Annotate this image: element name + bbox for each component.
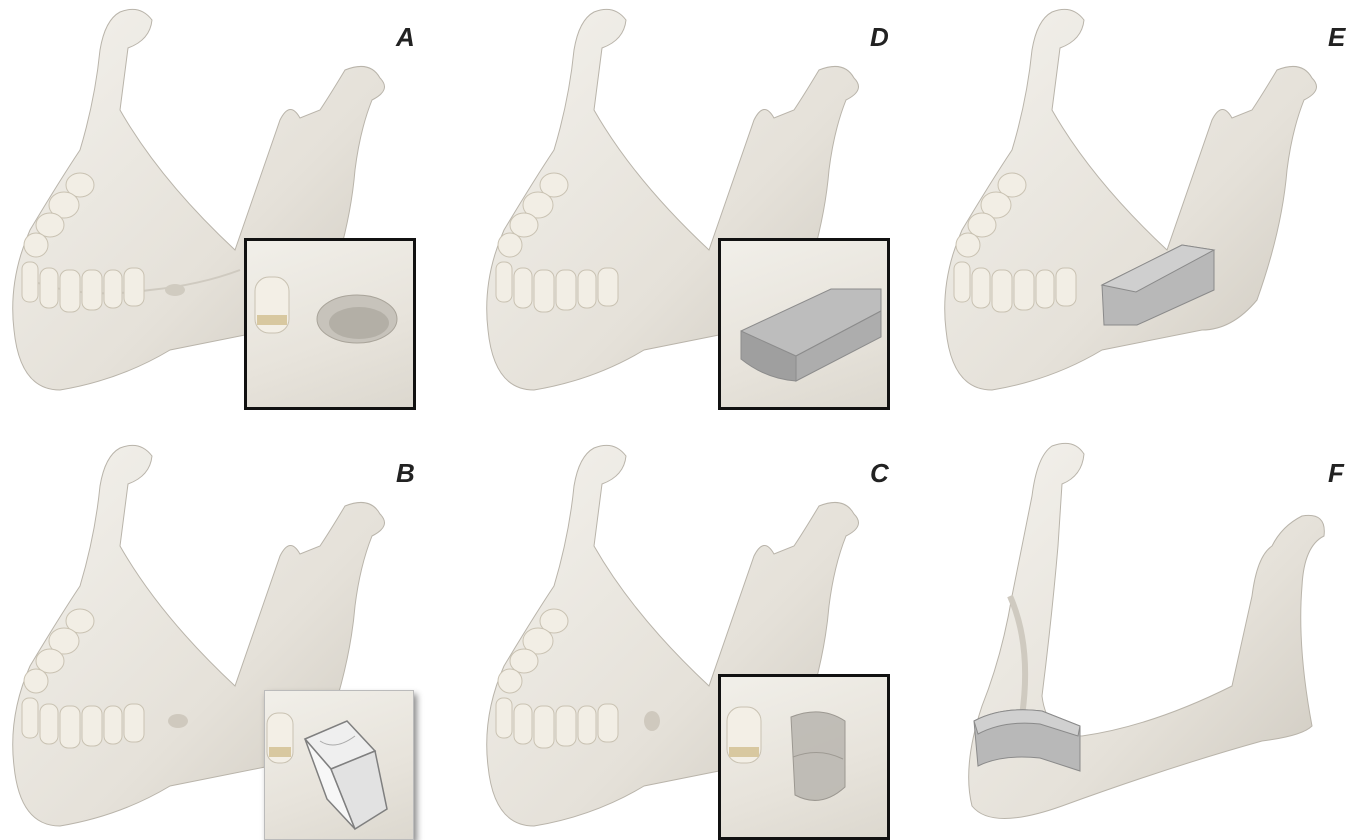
panel-label: B xyxy=(396,458,415,489)
detail-inset xyxy=(718,674,890,840)
panel-c: C xyxy=(474,436,914,836)
panel-label: F xyxy=(1328,458,1344,489)
panel-e: E xyxy=(932,0,1372,400)
panel-d: D xyxy=(474,0,914,400)
cylinder-detail xyxy=(721,677,887,837)
box-detail xyxy=(265,691,413,839)
panel-label: D xyxy=(870,22,889,53)
panel-label: C xyxy=(870,458,889,489)
detail-inset xyxy=(244,238,416,410)
panel-label: E xyxy=(1328,22,1345,53)
panel-a: A xyxy=(0,0,440,400)
panel-f: F xyxy=(932,436,1372,836)
mandible-illustration xyxy=(932,436,1372,836)
detail-inset xyxy=(718,238,890,410)
mandible-illustration xyxy=(932,0,1372,400)
detail-inset xyxy=(264,690,414,840)
panel-b: B xyxy=(0,436,440,836)
socket-detail xyxy=(247,241,413,407)
block-detail xyxy=(721,241,887,407)
panel-label: A xyxy=(396,22,415,53)
